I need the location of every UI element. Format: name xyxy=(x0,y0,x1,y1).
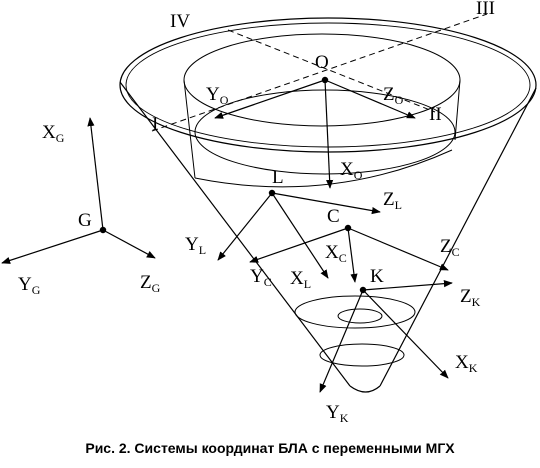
label-axis-zl: ZL xyxy=(383,189,402,212)
axis-yk xyxy=(319,289,364,393)
cone-rim-inner xyxy=(125,22,531,148)
label-axis-zg: ZG xyxy=(140,272,161,295)
section-line-iv-ii xyxy=(227,29,436,113)
axis-yl xyxy=(217,192,273,261)
section-label-iv: IV xyxy=(170,11,190,32)
point-k xyxy=(359,286,367,294)
point-c xyxy=(344,224,352,232)
label-axis-xo: XO xyxy=(340,159,363,182)
tank-bottom-curve xyxy=(194,149,453,188)
label-c: C xyxy=(327,206,340,227)
lower-ellipse-1 xyxy=(294,295,416,329)
label-axis-yg: YG xyxy=(18,274,41,297)
label-axis-yl: YL xyxy=(185,234,206,257)
origin-points xyxy=(99,76,367,294)
label-axis-xl: XL xyxy=(290,268,311,291)
axis-yo xyxy=(214,79,326,119)
cone-tip xyxy=(349,385,381,393)
label-axis-zo: ZO xyxy=(383,84,404,107)
tank-mid-ellipse xyxy=(194,89,456,175)
label-axis-yo: YO xyxy=(206,84,229,107)
axis-arrows xyxy=(1,79,453,393)
point-g xyxy=(99,226,107,234)
lower-ellipse-3 xyxy=(319,343,405,367)
label-axis-zk: ZK xyxy=(460,286,481,309)
label-axis-xk: XK xyxy=(455,352,478,375)
label-axis-yk: YK xyxy=(326,402,349,425)
axis-xg xyxy=(87,117,104,231)
label-axis-xc: XC xyxy=(325,242,347,265)
section-lines xyxy=(151,13,488,132)
cone-right-side xyxy=(379,87,537,387)
point-o xyxy=(321,76,329,84)
axis-xo xyxy=(324,79,334,189)
axis-xc xyxy=(347,227,358,283)
axis-zo xyxy=(324,79,416,119)
axis-yg xyxy=(1,229,104,264)
label-k: K xyxy=(370,266,384,287)
section-label-ii: II xyxy=(429,104,442,125)
label-axis-xg: XG xyxy=(42,122,65,145)
label-axis-zc: ZC xyxy=(440,236,460,259)
label-l: L xyxy=(272,167,284,188)
point-l xyxy=(268,189,276,197)
cone-left-side xyxy=(119,81,351,387)
axis-yc xyxy=(249,227,349,263)
tank-right-wall xyxy=(454,79,461,141)
cone-outline xyxy=(119,17,537,393)
axis-zg xyxy=(102,229,156,259)
tank-left-wall xyxy=(183,79,196,179)
axis-zl xyxy=(271,192,381,215)
label-o: O xyxy=(315,52,329,73)
label-axis-yc: YC xyxy=(250,266,272,289)
inner-tank xyxy=(183,33,461,367)
axis-zc xyxy=(347,227,449,271)
axis-xk xyxy=(362,289,449,379)
figure-caption: Рис. 2. Системы координат БЛА с переменн… xyxy=(85,440,455,456)
section-label-iii: III xyxy=(476,0,495,19)
axis-xl xyxy=(271,192,329,279)
label-g: G xyxy=(78,210,92,231)
section-line-i-iii xyxy=(151,13,488,132)
section-label-i: I xyxy=(152,114,158,135)
axis-zk xyxy=(362,280,453,291)
lower-ellipse-2 xyxy=(337,308,383,324)
